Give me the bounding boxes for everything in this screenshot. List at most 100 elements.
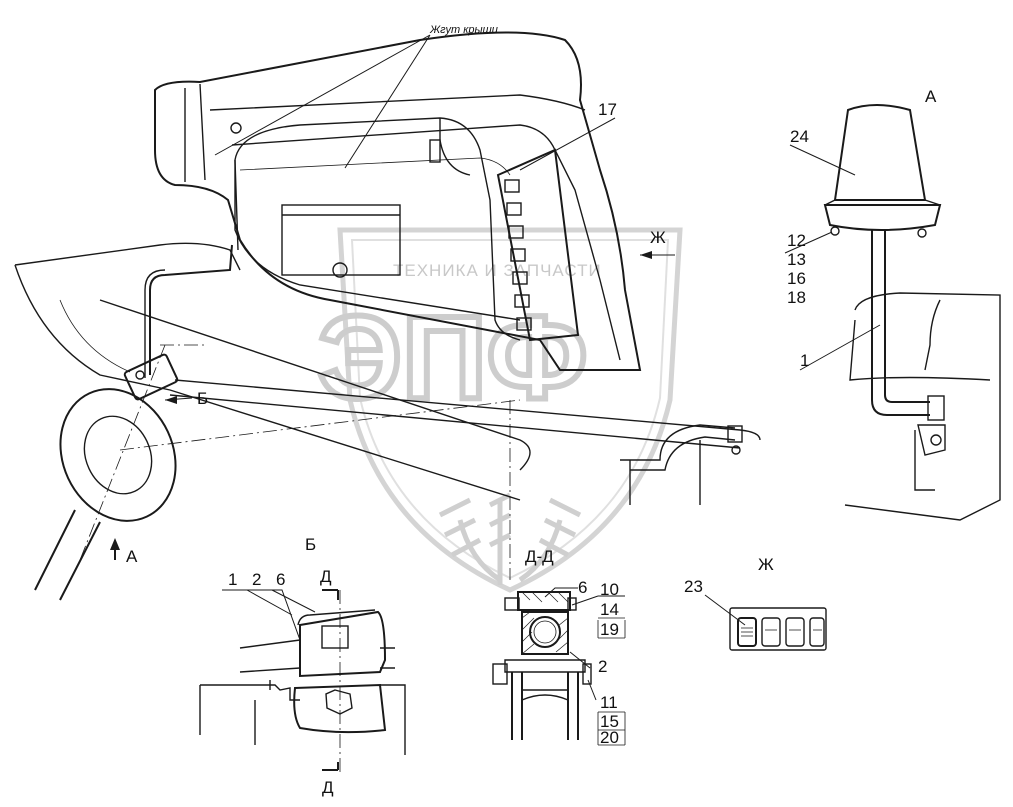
zh-switch-2-icon — [761, 617, 781, 647]
dd-leader-2 — [569, 651, 591, 669]
b-pipe — [239, 639, 395, 673]
label-arrow-zh: Ж — [650, 228, 666, 247]
label-arrow-a: А — [126, 547, 138, 566]
label-section-dd: Д-Д — [525, 547, 554, 566]
labels: Жгут крыши 17 А 24 12 13 16 18 1 Ж Б А Б… — [126, 24, 937, 797]
arrow-a-icon — [110, 538, 120, 550]
label-dd-19: 19 — [600, 620, 619, 639]
label-b-2: 2 — [252, 570, 261, 589]
dd-lower-bolt-icon — [492, 663, 508, 685]
roof-inner-panel-2 — [234, 160, 521, 321]
label-16: 16 — [787, 269, 806, 288]
b-frame-lines — [254, 680, 271, 745]
arrow-heads — [110, 251, 652, 550]
dd-lower-nut-icon — [582, 663, 592, 685]
dd-hatch-top — [521, 591, 569, 603]
label-view-a: А — [925, 87, 937, 106]
label-18: 18 — [787, 288, 806, 307]
b-bolt-head-bottom-icon — [325, 689, 353, 715]
body-contour — [59, 299, 131, 373]
dd-pipe-section — [529, 616, 561, 648]
leader-harness — [214, 34, 431, 169]
label-1-right: 1 — [800, 351, 809, 370]
label-dd-6: 6 — [578, 578, 587, 597]
leader-1-right — [799, 324, 881, 371]
label-b-6: 6 — [276, 570, 285, 589]
mirror-glass — [83, 415, 153, 495]
label-view-b: Б — [305, 535, 316, 554]
beacon-collar — [824, 199, 941, 206]
b-section-marks — [322, 589, 339, 771]
label-dd-2: 2 — [598, 657, 607, 676]
b-bolt-head-top-icon — [321, 625, 349, 649]
dd-pipe-bore — [533, 620, 557, 644]
pipe-bolt-icon — [731, 445, 741, 455]
beacon-view — [620, 104, 1001, 521]
beacon-base — [823, 204, 942, 231]
roof-inner-edge — [184, 83, 206, 182]
leader-12 — [784, 231, 833, 254]
label-dd-10: 10 — [600, 580, 619, 599]
roof-inner-panel — [231, 124, 621, 361]
center-dash — [119, 399, 521, 451]
detail-view-b — [199, 589, 406, 775]
watermark-company: ТЕХНИКА И ЗАПЧАСТИ — [393, 261, 602, 280]
dd-uprights — [511, 672, 579, 740]
label-23: 23 — [684, 577, 703, 596]
clamp-bolt-icon — [135, 370, 145, 380]
roof-trim — [239, 157, 511, 176]
stand-bolt-icon — [930, 434, 942, 446]
roof-panel-line — [209, 94, 586, 111]
beacon-stand-pipe — [871, 230, 930, 416]
stand-bracket — [917, 424, 946, 456]
label-section-d-bottom: Д — [322, 778, 334, 797]
dd-leader-10 — [571, 595, 625, 606]
right-pipe — [620, 424, 736, 505]
b-clamp-lower — [293, 683, 387, 734]
label-17: 17 — [598, 100, 617, 119]
beacon-bolt-right-icon — [917, 228, 927, 238]
dd-cross — [521, 689, 569, 701]
dd-plate — [504, 659, 586, 673]
b-frame — [199, 684, 406, 755]
roof-bolt-icon — [230, 122, 242, 134]
roof-wiring-harness — [234, 117, 521, 341]
b-clamp-upper — [299, 610, 387, 678]
label-13: 13 — [787, 250, 806, 269]
roof-shell — [154, 31, 642, 371]
dd-underlines — [597, 617, 626, 746]
switch-panel — [496, 148, 580, 342]
label-24: 24 — [790, 127, 809, 146]
zh-switch-1-lines — [741, 627, 753, 637]
harness-connector-icon — [429, 139, 441, 163]
cab-side-body — [14, 242, 531, 501]
label-roof-harness: Жгут крыши — [429, 24, 498, 36]
detail-view-zh — [704, 594, 827, 651]
b-clamp-top — [297, 609, 376, 626]
zh-switch-4-icon — [809, 617, 825, 647]
section-dd — [492, 587, 626, 746]
watermark: ТЕХНИКА И ЗАПЧАСТИ ЭПФ — [315, 227, 683, 593]
mirror-head — [59, 388, 177, 522]
switch-panel-switches — [504, 179, 532, 331]
mirror-arm — [34, 509, 101, 601]
dd-clamp-body — [521, 611, 569, 655]
label-dd-15: 15 — [600, 712, 619, 731]
zh-panel — [729, 607, 827, 651]
zh-switch-1-icon — [737, 617, 757, 647]
hood-fold — [924, 299, 941, 371]
control-box — [281, 204, 401, 276]
label-dd-20: 20 — [600, 728, 619, 747]
label-arrow-b: Б — [197, 389, 208, 408]
label-section-d-top: Д — [320, 567, 332, 586]
dd-leader-6 — [544, 587, 578, 598]
stand-clamp — [927, 395, 945, 421]
zh-leader-23 — [704, 594, 746, 626]
label-b-1: 1 — [228, 570, 237, 589]
label-dd-11: 11 — [600, 693, 618, 712]
mirror-clamp — [123, 353, 179, 401]
label-view-zh: Ж — [758, 555, 774, 574]
left-pipe-outline — [144, 269, 166, 378]
left-bracket-pipe — [149, 244, 233, 375]
